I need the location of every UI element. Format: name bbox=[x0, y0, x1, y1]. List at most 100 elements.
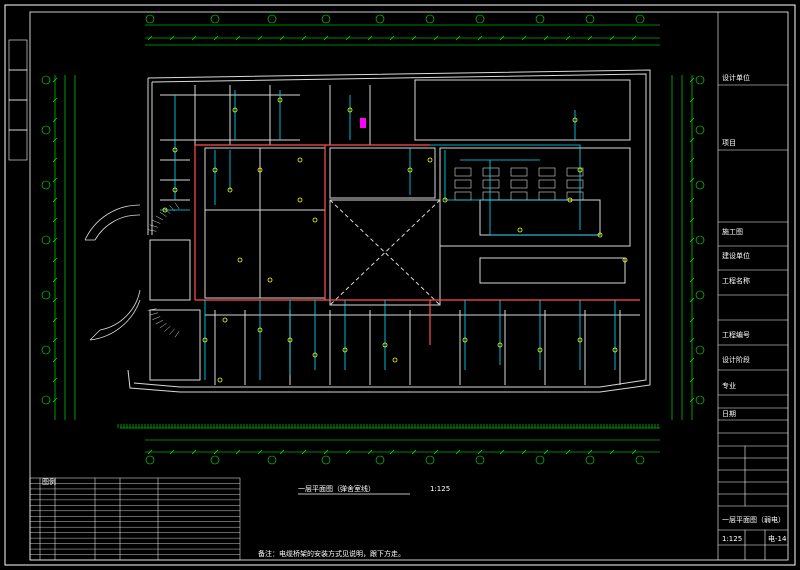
device-node bbox=[517, 227, 523, 233]
title-block-field-3: 建设单位 bbox=[722, 251, 750, 260]
grid-bubble bbox=[41, 75, 51, 85]
dim-tick bbox=[565, 35, 571, 41]
device-node bbox=[572, 117, 578, 123]
device-node bbox=[217, 377, 223, 383]
grid-bubble bbox=[145, 455, 155, 465]
grid-bubble bbox=[267, 455, 277, 465]
dim-tick bbox=[455, 35, 461, 41]
grid-bubble bbox=[41, 235, 51, 245]
dim-tick bbox=[689, 317, 695, 323]
device-node bbox=[497, 342, 503, 348]
device-node bbox=[427, 157, 433, 163]
grid-bubble bbox=[695, 75, 705, 85]
dim-tick bbox=[499, 449, 505, 455]
device-node bbox=[622, 257, 628, 263]
stair-tread bbox=[164, 326, 171, 332]
desk bbox=[566, 179, 584, 189]
dim-tick bbox=[52, 177, 58, 183]
dim-tick bbox=[689, 357, 695, 363]
device-node bbox=[347, 107, 353, 113]
drawing-title: 一层平面图（弹舍室线） bbox=[298, 484, 375, 493]
dim-tick bbox=[689, 337, 695, 343]
dim-tick bbox=[169, 449, 175, 455]
dim-tick bbox=[689, 177, 695, 183]
dim-tick bbox=[147, 449, 153, 455]
dim-tick bbox=[689, 137, 695, 143]
dim-tick bbox=[52, 97, 58, 103]
dim-tick bbox=[169, 35, 175, 41]
dimension-lines bbox=[54, 24, 693, 453]
title-block-field-7: 专业 bbox=[722, 381, 736, 390]
device-node bbox=[257, 167, 263, 173]
legend-table bbox=[29, 477, 241, 561]
stair-tread bbox=[164, 208, 171, 214]
dim-tick bbox=[689, 117, 695, 123]
grid-bubble bbox=[41, 125, 51, 135]
grid-bubble bbox=[425, 455, 435, 465]
device-node bbox=[342, 347, 348, 353]
dim-tick bbox=[301, 35, 307, 41]
dim-tick bbox=[689, 257, 695, 263]
stair-tread bbox=[152, 220, 161, 224]
grid-bubble bbox=[145, 14, 155, 24]
inner-frame bbox=[29, 11, 789, 561]
device-node bbox=[312, 217, 318, 223]
stair-tread bbox=[169, 328, 175, 335]
device-node bbox=[287, 337, 293, 343]
grid-bubble bbox=[635, 14, 645, 24]
dim-tick bbox=[345, 35, 351, 41]
dim-tick bbox=[52, 317, 58, 323]
dim-tick bbox=[147, 35, 153, 41]
grid-bubble bbox=[585, 455, 595, 465]
dim-tick bbox=[191, 35, 197, 41]
dim-tick bbox=[689, 377, 695, 383]
dim-tick bbox=[235, 449, 241, 455]
dim-tick bbox=[411, 449, 417, 455]
legend-heading: 图例 bbox=[42, 477, 56, 486]
device-node bbox=[297, 157, 303, 163]
device-node bbox=[222, 317, 228, 323]
curved-stair-left bbox=[84, 204, 141, 341]
dim-tick bbox=[52, 277, 58, 283]
drawing-note: 备注：电缆桥架的安装方式见说明，跟下方走。 bbox=[258, 549, 405, 558]
grid-bubble bbox=[695, 235, 705, 245]
grid-bubble bbox=[41, 345, 51, 355]
dim-tick bbox=[609, 35, 615, 41]
grid-bubble bbox=[41, 395, 51, 405]
dim-tick bbox=[565, 449, 571, 455]
dim-tick bbox=[52, 297, 58, 303]
desk bbox=[510, 191, 528, 201]
dim-tick bbox=[631, 449, 637, 455]
dim-tick bbox=[52, 137, 58, 143]
stair-tread bbox=[155, 215, 164, 221]
dim-tick bbox=[213, 35, 219, 41]
stair-tread bbox=[159, 323, 167, 329]
dimension-ticks bbox=[52, 35, 695, 455]
dim-tick bbox=[689, 397, 695, 403]
grid-bubble bbox=[695, 125, 705, 135]
desk bbox=[510, 179, 528, 189]
dim-tick bbox=[52, 377, 58, 383]
dim-tick bbox=[52, 197, 58, 203]
device-symbols bbox=[162, 97, 628, 383]
dim-tick bbox=[52, 117, 58, 123]
title-block-sheet: 电-14 bbox=[768, 534, 787, 543]
stair-tread bbox=[155, 319, 164, 325]
grid-bubble bbox=[695, 290, 705, 300]
stair-treads bbox=[147, 202, 180, 338]
device-node bbox=[567, 197, 573, 203]
stair-tread bbox=[174, 202, 180, 210]
grid-bubble bbox=[475, 455, 485, 465]
device-node bbox=[392, 357, 398, 363]
dim-tick bbox=[521, 449, 527, 455]
stair-tread bbox=[159, 211, 167, 217]
dim-tick bbox=[52, 237, 58, 243]
dim-tick bbox=[477, 35, 483, 41]
dim-tick bbox=[52, 397, 58, 403]
device-node bbox=[227, 187, 233, 193]
dim-tick bbox=[689, 77, 695, 83]
dim-tick bbox=[689, 277, 695, 283]
device-node bbox=[162, 207, 168, 213]
device-node bbox=[462, 337, 468, 343]
desk bbox=[454, 179, 472, 189]
